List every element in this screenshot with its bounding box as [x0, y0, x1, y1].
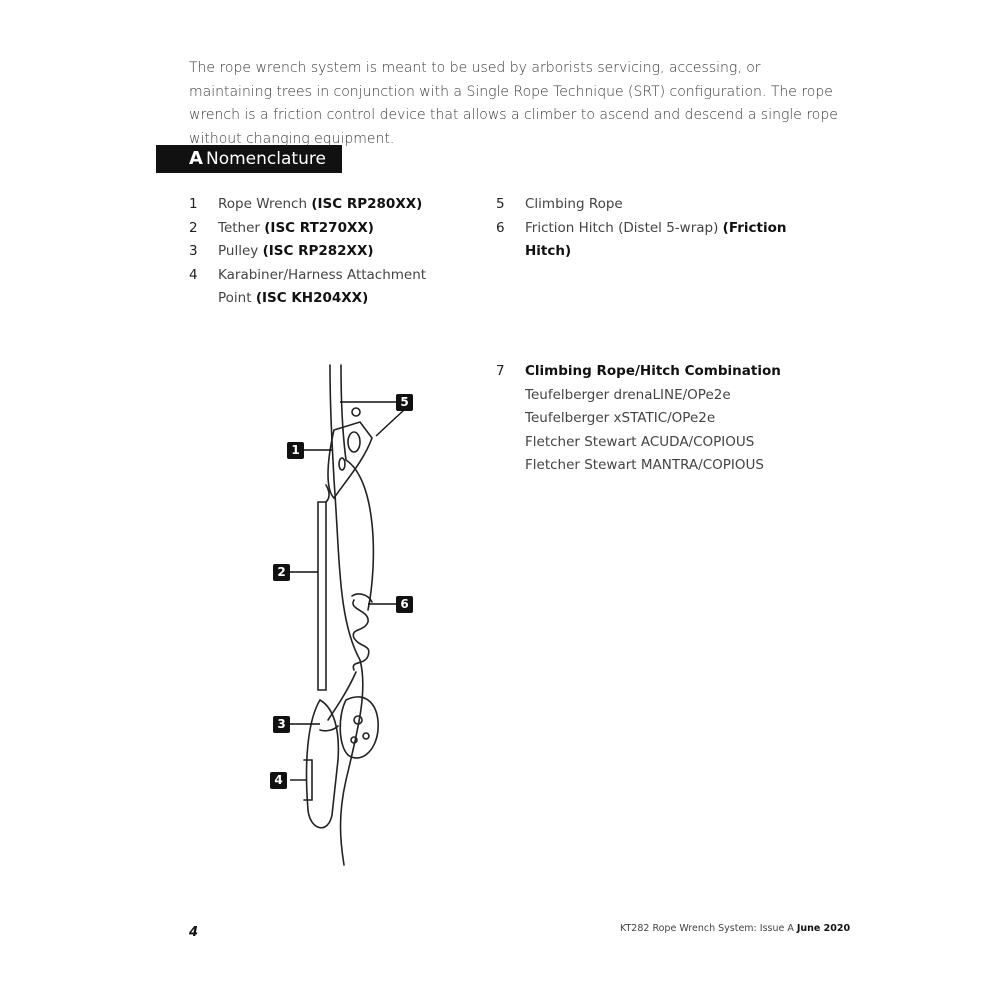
section-title: Nomenclature — [206, 149, 326, 169]
list-item: 2 Tether (ISC RT270XX) — [189, 217, 449, 241]
rope-hitch-combination-list: 7 Climbing Rope/Hitch Combination Teufel… — [496, 360, 836, 478]
item-number: 6 — [496, 219, 505, 236]
list-item: 5 Climbing Rope — [496, 193, 836, 217]
item-label: Karabiner/Harness Attachment Point — [218, 266, 427, 307]
item-number: 3 — [189, 243, 198, 259]
item-number: 1 — [189, 196, 198, 212]
rope-wrench — [327, 421, 373, 500]
combination-entry: Fletcher Stewart ACUDA/COPIOUS — [525, 433, 755, 450]
document-date: June 2020 — [796, 923, 851, 934]
item-code: (Friction Hitch) — [525, 219, 787, 260]
item-label: Friction Hitch (Distel 5-wrap) — [525, 219, 723, 236]
combination-entry: Teufelberger drenaLINE/OPe2e — [525, 386, 731, 403]
diagram-label-6: 6 — [396, 596, 413, 613]
list-item: 3 Pulley (ISC RP282XX) — [189, 240, 449, 264]
item-label: Climbing Rope — [525, 196, 623, 212]
rope-system-illustration — [290, 364, 405, 866]
combination-entry: Teufelberger xSTATIC/OPe2e — [525, 410, 716, 426]
item-label: Rope Wrench — [218, 196, 312, 212]
item-code: (ISC KH204XX) — [255, 290, 369, 306]
list-item: 6 Friction Hitch (Distel 5-wrap) (Frictio… — [496, 217, 836, 264]
document-code: KT282 Rope Wrench System: Issue A — [620, 923, 797, 934]
item-code: (ISC RP282XX) — [262, 243, 374, 259]
combination-heading: Climbing Rope/Hitch Combination — [525, 363, 781, 379]
karabiner — [305, 698, 340, 829]
item-number: 5 — [496, 196, 505, 212]
intro-paragraph: The rope wrench system is meant to be us… — [189, 60, 838, 147]
item-number: 4 — [189, 266, 198, 283]
item-label: Pulley — [218, 243, 263, 259]
item-code: (ISC RT270XX) — [264, 219, 374, 236]
section-header: A Nomenclature — [156, 145, 342, 173]
diagram-label-3: 3 — [273, 716, 290, 733]
document-reference: KT282 Rope Wrench System: Issue A June 2… — [620, 923, 850, 934]
section-letter: A — [189, 148, 203, 169]
diagram-label-2: 2 — [273, 564, 290, 581]
list-item: 4 Karabiner/Harness Attachment Point (ISC… — [189, 264, 449, 311]
tether — [317, 501, 327, 691]
list-item: 7 Climbing Rope/Hitch Combination Teufel… — [496, 360, 836, 478]
item-label: Tether — [218, 219, 265, 236]
diagram-label-5: 5 — [396, 394, 413, 411]
nomenclature-list-left: 1 Rope Wrench (ISC RP280XX) 2 Tether (ISC … — [189, 193, 449, 311]
friction-hitch — [352, 599, 370, 671]
pulley — [339, 696, 379, 759]
page-number: 4 — [189, 925, 199, 940]
diagram-label-1: 1 — [287, 442, 304, 459]
combination-entry: Fletcher Stewart MANTRA/COPIOUS — [525, 457, 764, 473]
list-item: 1 Rope Wrench (ISC RP280XX) — [189, 193, 449, 217]
item-number: 2 — [189, 219, 198, 236]
item-code: (ISC RP280XX) — [311, 196, 423, 212]
climbing-rope — [329, 364, 364, 866]
climbing-rope-strand — [340, 364, 375, 611]
diagram-label-4: 4 — [270, 772, 287, 789]
nomenclature-list-right: 5 Climbing Rope 6 Friction Hitch (Distel … — [496, 193, 836, 264]
item-number: 7 — [496, 363, 505, 379]
rope-wrench-diagram: 1 2 3 4 5 6 — [268, 360, 428, 870]
